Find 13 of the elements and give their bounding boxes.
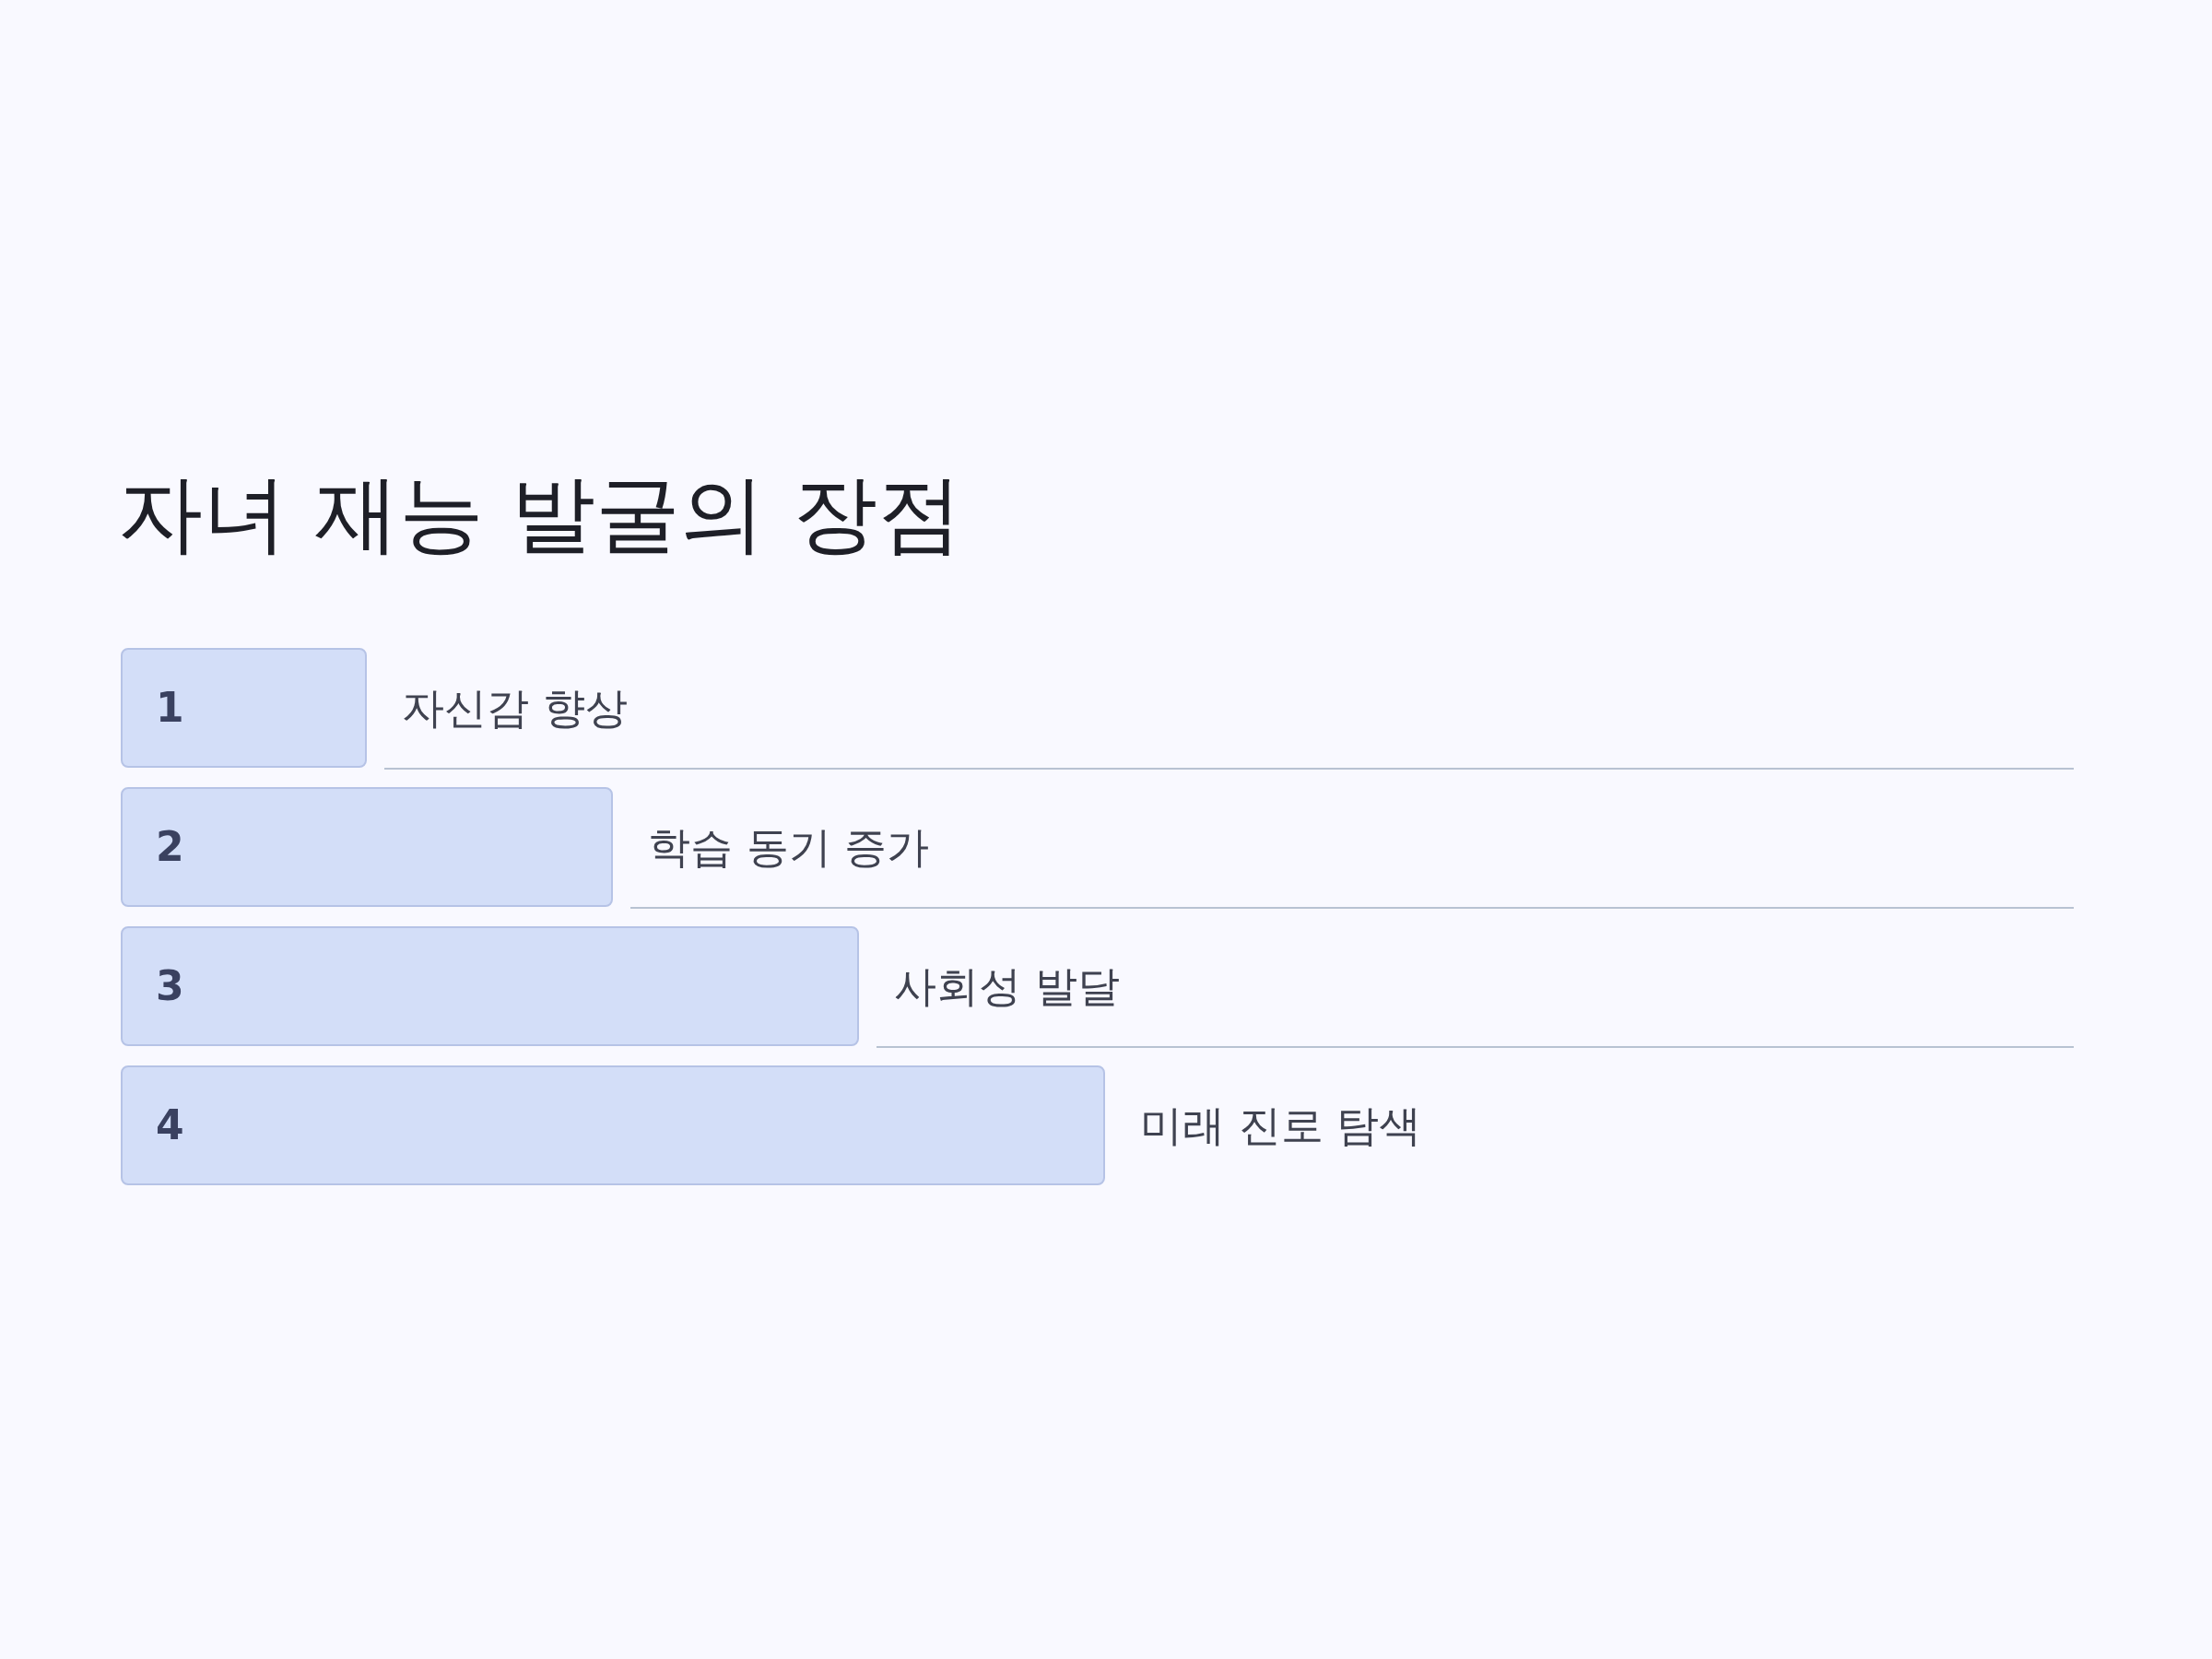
step-number: 3 (156, 963, 184, 1009)
step-label: 자신감 향상 (402, 683, 628, 733)
step-label: 학습 동기 증가 (648, 822, 930, 872)
step-bar (121, 926, 859, 1046)
step-label: 사회성 발달 (894, 961, 1120, 1011)
step-bar (121, 1065, 1105, 1185)
step-number: 1 (156, 685, 184, 731)
slide-title: 자녀 재능 발굴의 장점 (118, 465, 962, 563)
step-label: 미래 진로 탐색 (1140, 1100, 1422, 1150)
step-number: 4 (156, 1102, 184, 1148)
step-number: 2 (156, 824, 184, 870)
step-bar (121, 787, 613, 907)
step-bar (121, 648, 367, 768)
